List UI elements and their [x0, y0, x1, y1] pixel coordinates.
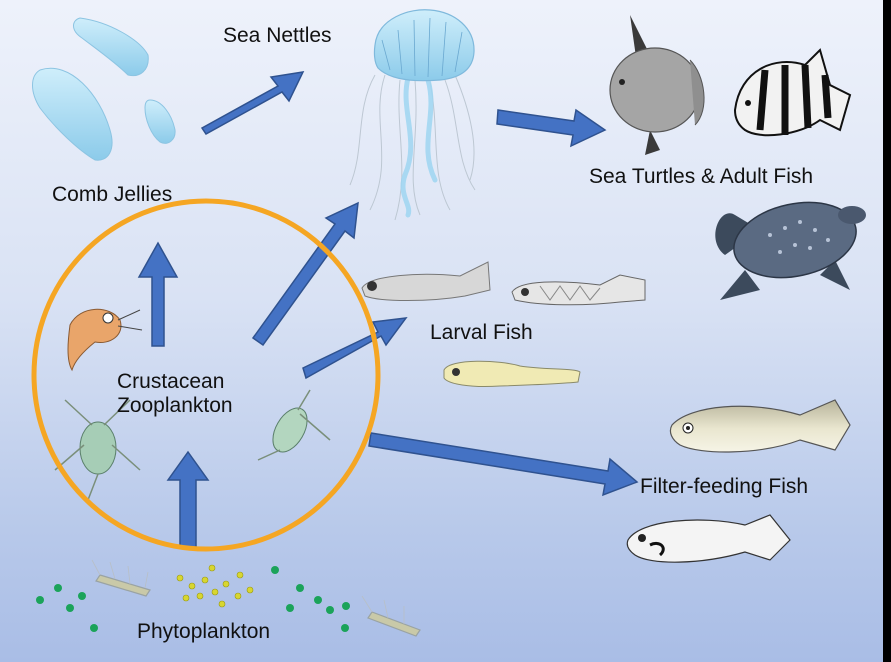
label-sea-turtles-adult-fish: Sea Turtles & Adult Fish [589, 165, 813, 189]
sea-turtle-icon [715, 192, 866, 300]
label-crustacean-line2: Zooplankton [117, 394, 233, 418]
right-edge-bar [883, 0, 891, 662]
arrow-zooplankton-to-larval-fish [303, 318, 406, 378]
arrow-zooplankton-to-sea-nettles [253, 203, 358, 345]
arrow-zooplankton-to-filter-feeding-fish [369, 433, 637, 495]
arrow-zooplankton-to-comb-jellies [139, 243, 177, 346]
label-sea-nettles: Sea Nettles [223, 24, 332, 48]
label-filter-feeding-fish: Filter-feeding Fish [640, 475, 808, 499]
label-crustacean-line1: Crustacean [117, 370, 233, 394]
label-crustacean-zooplankton: Crustacean Zooplankton [117, 370, 233, 418]
label-comb-jellies: Comb Jellies [52, 183, 172, 207]
arrow-phytoplankton-to-zooplankton [168, 452, 208, 547]
menhaden-icon [670, 400, 850, 452]
arrow-comb-jellies-to-sea-nettles [202, 72, 303, 134]
spadefish-icon [735, 50, 850, 135]
arrow-sea-nettles-to-adult-fish [497, 110, 605, 146]
arrows [139, 72, 637, 547]
label-larval-fish: Larval Fish [430, 321, 533, 345]
label-phytoplankton: Phytoplankton [137, 620, 270, 644]
anchovy-icon [627, 515, 790, 562]
shrimp-larva-icon [68, 309, 142, 370]
comb-jelly-icon [33, 18, 176, 160]
sunfish-icon [610, 15, 704, 155]
sea-nettle-icon [350, 10, 475, 220]
